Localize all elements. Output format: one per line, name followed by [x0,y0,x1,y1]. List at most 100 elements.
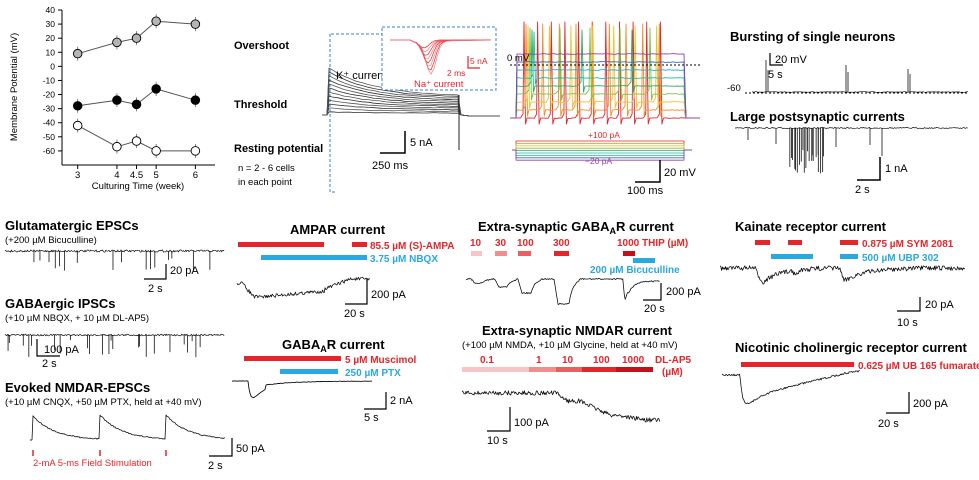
xsn-scale-x: 10 s [487,435,508,447]
ap-scale-y: 20 mV [664,167,696,179]
nicotinic-trace [721,369,860,405]
kainate-panel: Kainate receptor current 0.875 µM SYM 20… [719,219,966,329]
xs-nmdar-conc-1: 0.1 [480,355,494,366]
xs-gabaar-bar-3 [518,251,531,256]
step-3 [512,147,692,151]
gaba-ipsc-sub: (+10 µM NBQX, + 10 µM DL-AP5) [5,313,149,324]
legend-resting: Resting potential [234,143,323,155]
current-steps [512,140,692,161]
kainate-bar-cyan-2 [840,254,858,259]
na-inset-box [381,26,497,91]
chart-y-label: Membrane Potential (mV) [9,33,20,141]
nicotinic-bar-red [741,362,854,367]
xs-nmdar-bar-2 [529,367,556,372]
xs-nmdar-bar-1 [462,367,529,372]
kai-scale-x: 10 s [897,317,918,329]
chart-y-tick-label: -60 [43,146,56,156]
gabaar-title: GABAAR current [282,337,385,354]
xs-nmdar-title: Extra-synaptic NMDAR current [482,323,673,338]
ampar-drug-red: 85.5 µM (S)-AMPA [370,241,454,252]
ampar-title: AMPAR current [290,222,386,237]
gabaar-scale-bar [364,392,387,410]
chart-note-2: in each point [238,177,292,188]
chart-note-1: n = 2 - 6 cells [238,163,295,174]
zoom-bracket [329,34,335,193]
xsg-scale-x: 20 s [644,303,665,315]
lpsc-scale-x: 2 s [855,184,870,196]
nic-scale-bar [886,392,910,414]
chart-y-tick-label: 10 [46,47,56,57]
k-trace-8 [322,79,500,117]
chart-x-tick-label: 6 [193,170,198,181]
k-current-traces [322,67,500,150]
glut-epsc-panel: Glutamatergic EPSCs (+200 µM Bicuculline… [4,218,225,295]
burst-trace [751,60,969,93]
xs-gabaar-bar-1 [471,251,482,256]
chart-x-tick-label: 5 [154,170,159,181]
nicotinic-panel: Nicotinic cholinergic receptor current 0… [721,340,979,430]
ap-trace-8 [510,53,700,119]
chart-point-2-2 [131,136,142,146]
gaba-ipsc-title: GABAergic IPSCs [5,296,116,311]
nmda-evoked-title: Evoked NMDAR-EPSCs [5,380,150,395]
inset-scale-bar [467,56,480,69]
glut-baseline-trace [4,249,225,253]
chart-y-tick-label: 0 [50,61,55,71]
nmdae-scale-x: 2 s [208,460,223,472]
chart-point-1-3 [151,84,161,94]
lpsc-scale-bar [857,157,881,181]
k-trace-4 [322,95,500,117]
chart-y-tick-label: 40 [46,5,56,15]
stim-label: 2-mA 5-ms Field Stimulation [33,458,152,469]
k-trace-9 [322,75,500,117]
xs-nmdar-conc-2: 1 [536,355,542,366]
chart-point-2-3 [151,146,161,156]
k-trace-3 [322,99,500,117]
gabaar-scale-x: 5 s [364,412,379,424]
na-current-traces [390,39,492,75]
kainate-drug-cyan: 500 µM UBP 302 [862,253,939,264]
nmda-evoked-sub: (+10 µM CNQX, +50 µM PTX, held at +40 mV… [5,397,202,408]
chart-y-tick-label: -50 [43,132,56,142]
k-trace-6 [322,87,500,117]
na-current-label: Na⁺ current [414,79,464,90]
ipsc-scale-y: 100 pA [44,344,80,356]
ap-trace-6 [510,69,700,119]
chart-y-tick-label: -30 [43,104,56,114]
legend-threshold: Threshold [234,99,287,111]
lpsc-scale-y: 1 nA [885,163,908,175]
chart-x-tick-label: 4.5 [130,170,143,181]
inset-scale-y: 5 nA [470,56,488,66]
kainate-bar-red-2 [788,240,802,245]
k-scale-y: 5 nA [410,137,433,149]
ap-trace-0 [510,21,700,125]
xs-nmdar-bar-3 [556,367,582,372]
large-psc-panel: Large postsynaptic currents 1 nA 2 s [730,109,968,196]
stim-marks [32,450,167,456]
xs-nmdar-trace [461,390,660,423]
ampar-scale-bar [345,278,368,305]
xs-gabaar-title: Extra-synaptic GABAAR current [478,219,674,236]
nic-trace-line [721,369,860,405]
burst-scale-x: 5 s [768,69,783,81]
xsn-trace-line [461,390,660,423]
step-4 [512,149,692,152]
ap-trace-4 [510,29,700,119]
xs-gabaar-conc-5: 1000 THIP (µM) [617,238,688,249]
gaba-ipsc-trace [4,333,225,358]
chart-y-tick-label: -20 [43,90,56,100]
kainate-title: Kainate receptor current [735,219,887,234]
k-current-label: K⁺ current [336,70,386,82]
xs-nmdar-bar-5 [616,367,653,372]
ipsc-baseline-trace [4,333,225,337]
ampar-bar-red-2 [352,242,367,247]
xs-gabaar-conc-1: 10 [470,238,482,249]
xs-gabaar-conc-4: 300 [553,238,570,249]
nmdae-scale-bar [209,438,233,457]
xsn-scale-bar [487,407,511,432]
nmda-evoked-panel: Evoked NMDAR-EPSCs (+10 µM CNQX, +50 µM … [5,380,265,472]
kainate-bar-red-1 [755,240,770,245]
gabaar-scale-y: 2 nA [390,395,413,407]
